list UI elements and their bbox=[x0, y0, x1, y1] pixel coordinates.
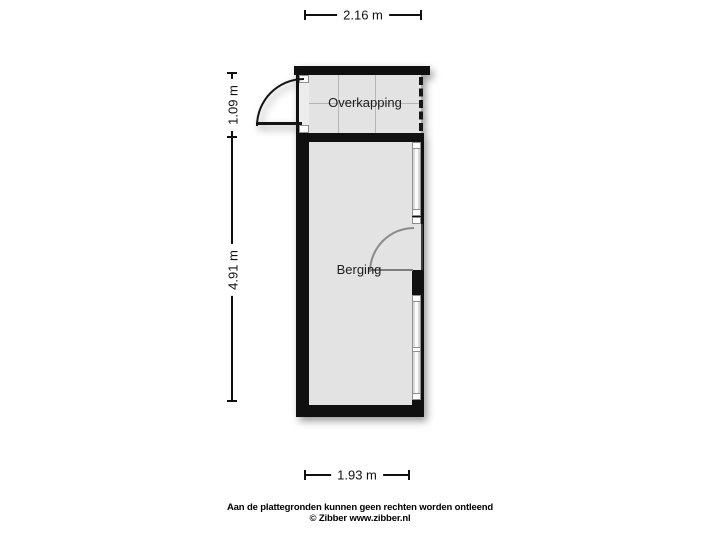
berging-door-opening bbox=[412, 224, 423, 270]
overkapping-floor bbox=[309, 75, 421, 133]
overkapping-floor-grid-line bbox=[309, 103, 421, 104]
window-jamb bbox=[412, 295, 421, 302]
door-jamb bbox=[412, 217, 421, 224]
dimension-left-lower-label: 4.91 m bbox=[224, 244, 242, 296]
window-jamb bbox=[412, 393, 421, 400]
disclaimer-text: Aan de plattegronden kunnen geen rechten… bbox=[226, 502, 494, 513]
dimension-left-upper-label: 1.09 m bbox=[224, 79, 242, 131]
window-mullion bbox=[412, 347, 421, 352]
copyright-text: © Zibber www.zibber.nl bbox=[309, 513, 411, 524]
footer: Aan de plattegronden kunnen geen rechten… bbox=[0, 502, 720, 524]
building: Overkapping Berging bbox=[256, 66, 431, 417]
dimension-left-upper-tick-top bbox=[227, 72, 237, 74]
overkapping-door-opening bbox=[299, 75, 309, 133]
dimension-top-label: 2.16 m bbox=[337, 6, 389, 24]
window-pane bbox=[412, 302, 421, 347]
window-jamb bbox=[412, 209, 421, 216]
dimension-bottom-tick-right bbox=[408, 470, 410, 480]
berging-left-wall bbox=[296, 133, 309, 417]
berging-bottom-wall bbox=[296, 405, 424, 417]
dimension-top-tick-left bbox=[304, 10, 306, 20]
window-jamb bbox=[412, 142, 421, 149]
overkapping-door-swing-arc bbox=[256, 78, 304, 126]
dimension-top-tick-right bbox=[420, 10, 422, 20]
window-pane bbox=[412, 149, 421, 209]
dimension-bottom-tick-left bbox=[304, 470, 306, 480]
overkapping-floor-grid-line bbox=[375, 75, 376, 133]
dimension-left-lower-tick-bottom bbox=[227, 400, 237, 402]
overkapping-label: Overkapping bbox=[328, 95, 402, 110]
berging-label: Berging bbox=[336, 262, 382, 277]
berging-floor bbox=[309, 142, 412, 405]
overkapping-top-wall bbox=[294, 66, 430, 75]
window-pane bbox=[412, 352, 421, 393]
dimension-bottom-label: 1.93 m bbox=[331, 466, 383, 484]
overkapping-floor-grid-line bbox=[338, 75, 339, 133]
dimension-left-upper-tick-bottom bbox=[227, 136, 237, 138]
berging-top-wall bbox=[296, 133, 424, 142]
overkapping-door-jamb-bottom bbox=[299, 125, 309, 133]
overkapping-open-side-dashed-line bbox=[419, 77, 423, 131]
